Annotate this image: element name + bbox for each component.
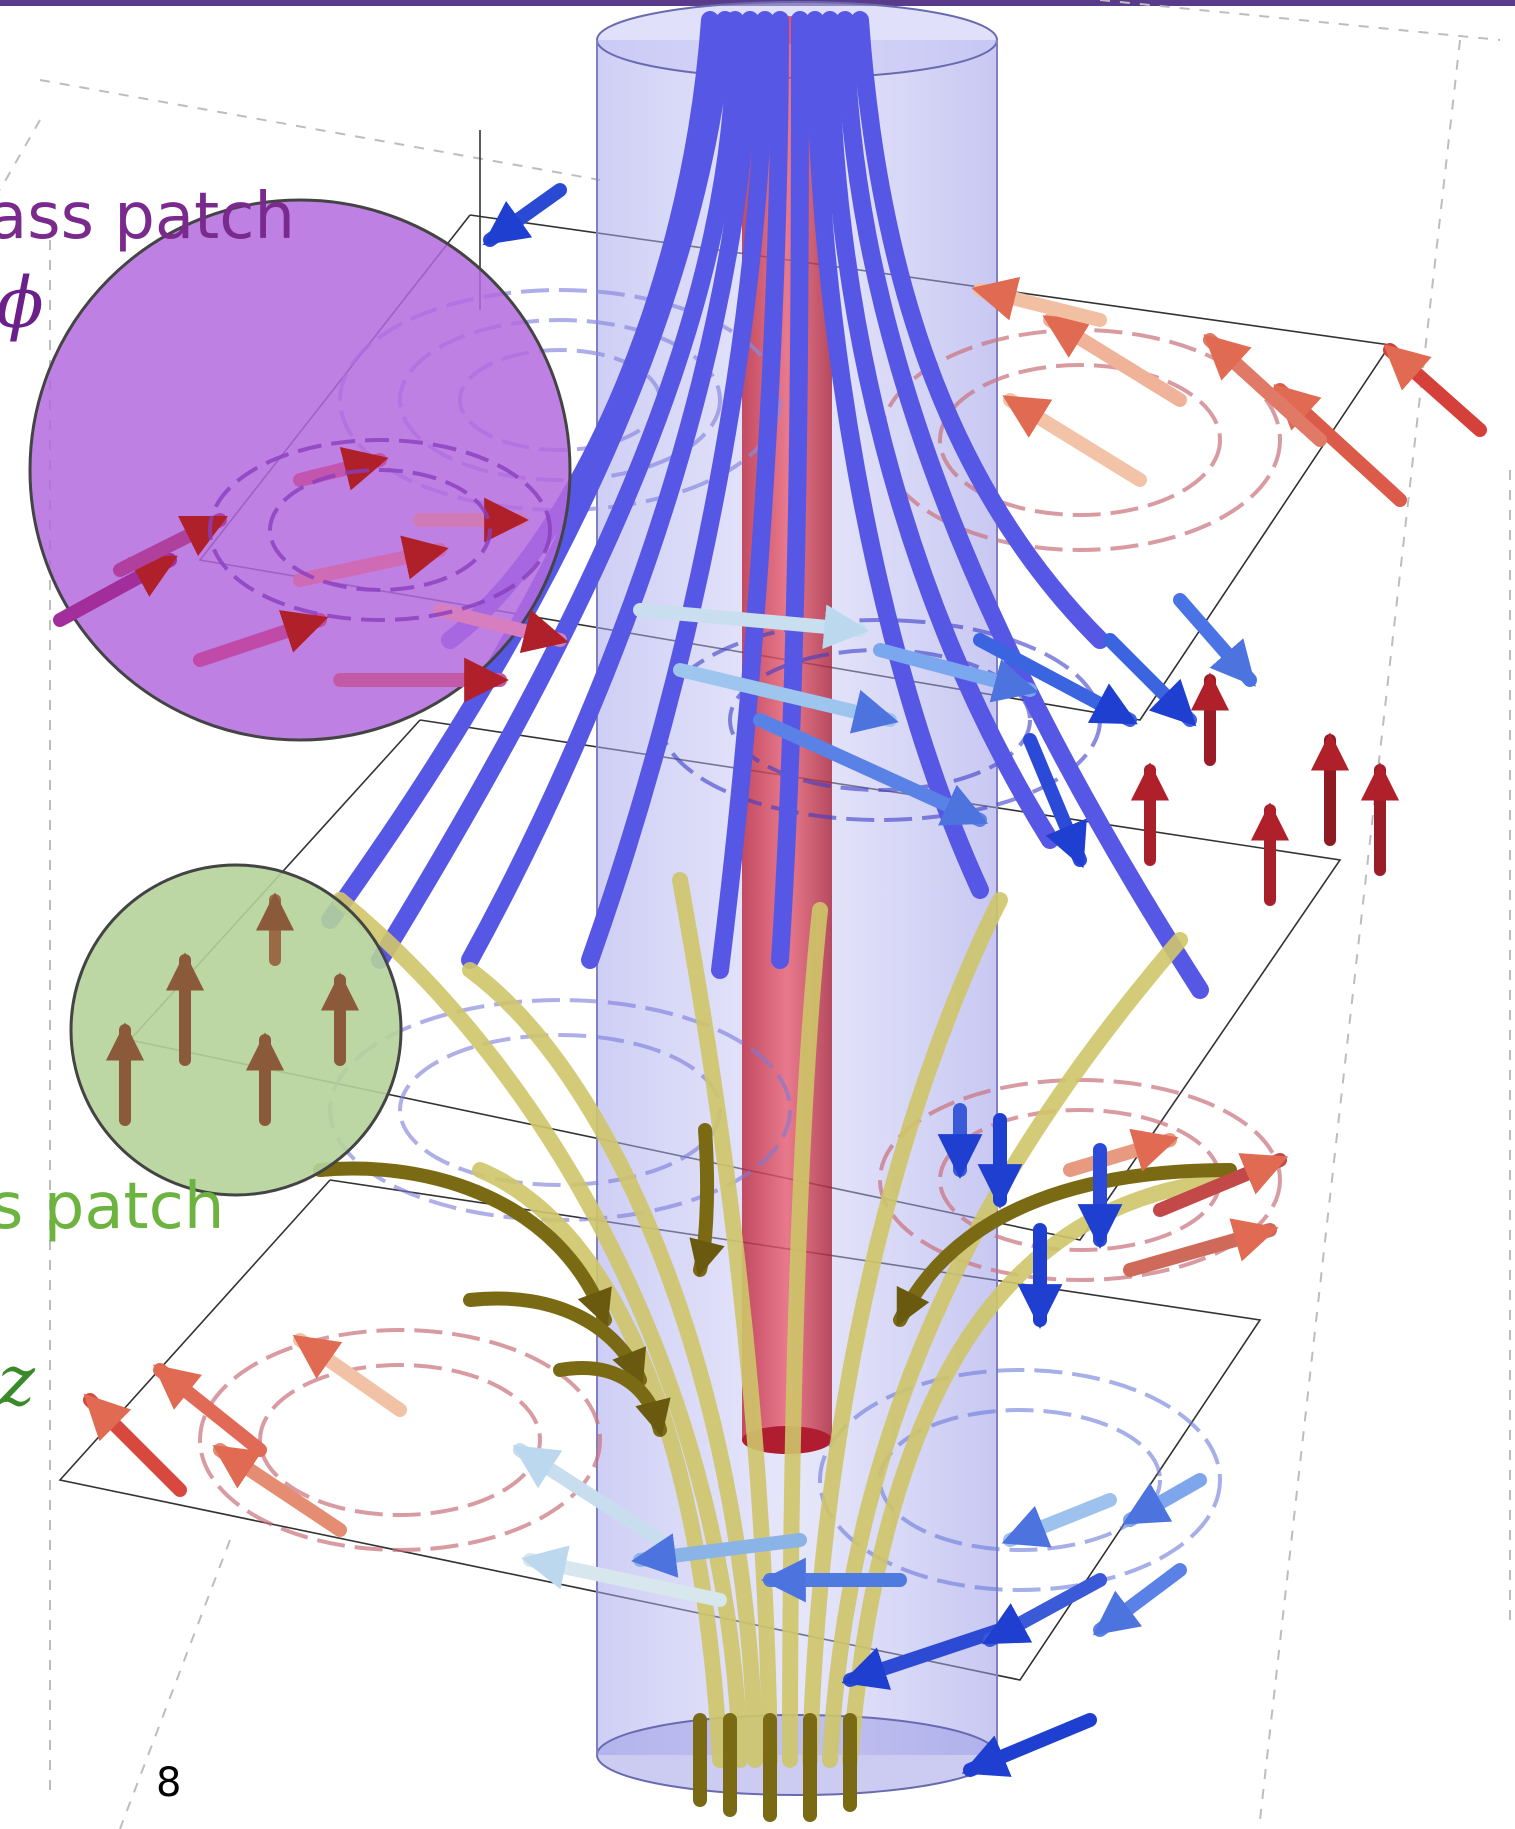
magnifier-bottom — [71, 865, 401, 1195]
phi-symbol: ϕ — [0, 262, 44, 344]
magnifier-top — [30, 200, 570, 740]
page-number: 8 — [156, 1760, 181, 1806]
top-patch-label: ass patch — [0, 180, 295, 254]
z-symbol: z — [0, 1340, 35, 1422]
bottom-patch-label: s patch — [0, 1170, 224, 1244]
